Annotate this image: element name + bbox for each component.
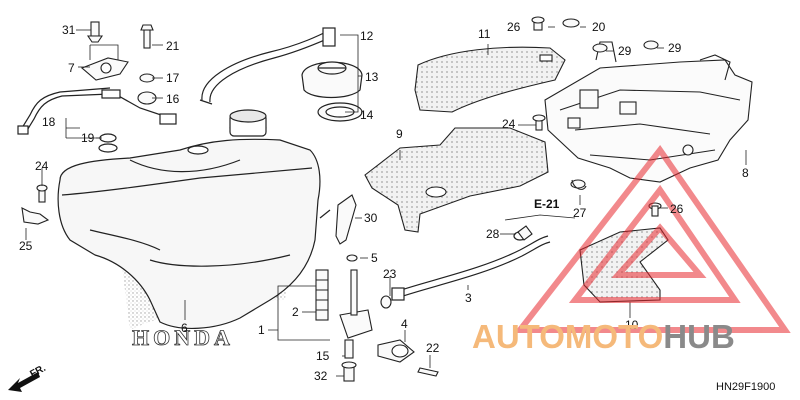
floor-mat-9 [364, 127, 549, 233]
watermark-text: AUTOMOTOHUB [472, 320, 735, 354]
callout-24-left: 24 [35, 159, 49, 173]
callout-5: 5 [371, 251, 378, 265]
fuel-tank [57, 109, 331, 329]
fuel-cap [301, 61, 363, 122]
watermark-logo [513, 144, 791, 333]
diagram-code: HN29F1900 [716, 381, 776, 393]
callout-25: 25 [19, 239, 33, 253]
seat-pad [414, 46, 566, 113]
mount-bracket [80, 21, 157, 105]
callout-12: 12 [360, 29, 374, 43]
fuel-line-assembly [17, 87, 177, 143]
callout-29-b: 29 [668, 41, 682, 55]
callout-1: 1 [258, 323, 265, 337]
front-direction-arrow [8, 372, 40, 392]
tank-honda-lettering: HONDA [132, 325, 234, 351]
callout-3: 3 [465, 291, 472, 305]
callout-19: 19 [81, 131, 95, 145]
callout-6: 6 [181, 321, 188, 335]
fuel-valve-assembly [315, 194, 439, 382]
callout-26-top: 26 [507, 20, 521, 34]
callout-26-lower: 26 [670, 202, 684, 216]
fuel-hose [391, 231, 551, 301]
callout-7: 7 [68, 61, 75, 75]
callout-10: 10 [625, 318, 639, 332]
callout-13: 13 [365, 70, 379, 84]
callout-20: 20 [592, 20, 606, 34]
svg-text:HONDA: HONDA [132, 325, 234, 350]
leader-lines [25, 26, 747, 377]
callout-23: 23 [383, 267, 397, 281]
callout-14: 14 [360, 108, 374, 122]
callout-28: 28 [486, 227, 500, 241]
watermark-text-part1: AUTOMOTO [472, 318, 664, 355]
breather-hose [199, 27, 336, 105]
callout-8: 8 [742, 166, 749, 180]
callout-11: 11 [478, 27, 491, 41]
callout-31: 31 [62, 23, 76, 37]
callout-9: 9 [396, 127, 403, 141]
callout-18: 18 [42, 115, 56, 129]
left-fasteners [21, 184, 50, 225]
callout-32: 32 [314, 369, 328, 383]
callout-15: 15 [316, 349, 330, 363]
hose-clips [517, 179, 587, 241]
callout-27: 27 [573, 206, 587, 220]
reference-label-e21: E-21 [534, 197, 560, 211]
callout-2: 2 [292, 305, 299, 319]
callout-21: 21 [166, 39, 180, 53]
callout-17: 17 [166, 71, 180, 85]
callout-22: 22 [426, 341, 440, 355]
callout-24-mid: 24 [502, 117, 516, 131]
watermark-text-part2: HUB [663, 318, 735, 355]
callout-16: 16 [166, 92, 180, 106]
callout-4: 4 [401, 317, 408, 331]
callout-30: 30 [364, 211, 378, 225]
grommets-upper [531, 16, 659, 131]
callout-29-a: 29 [618, 44, 632, 58]
